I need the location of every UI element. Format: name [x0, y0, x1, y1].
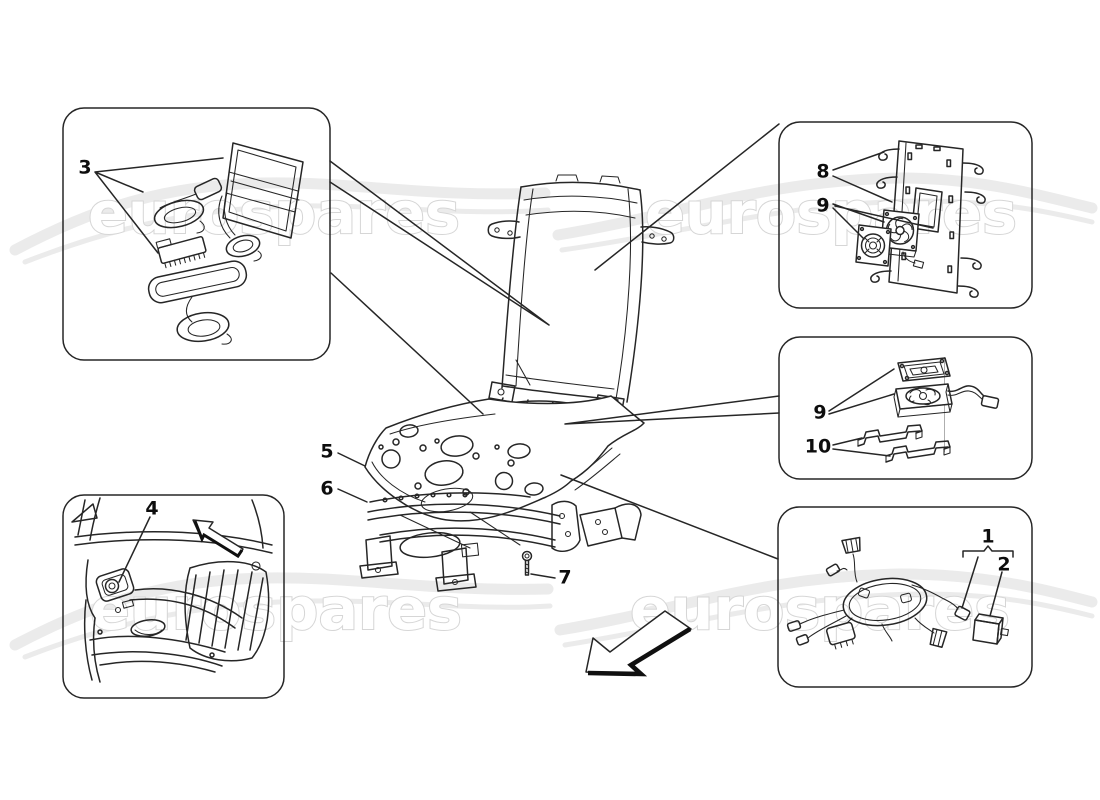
harness-connector-item1 [954, 605, 971, 621]
callout-box-door-panel [62, 494, 285, 699]
callout-6: 6 [320, 477, 334, 500]
panel-hooks [870, 148, 986, 298]
harness-connector-bc [929, 627, 948, 648]
callout-box-fan-kit [778, 336, 1033, 480]
watermark-text-bottom-left: eurospares [90, 575, 462, 643]
callout-box-heating-elements [62, 107, 331, 361]
callout-7: 7 [558, 566, 572, 589]
harness-block-connector [825, 621, 856, 650]
panel-slots [901, 144, 955, 274]
wiring-harness-drawing [786, 536, 1014, 650]
watermark-swoosh-top-right [552, 172, 1098, 253]
callout-4: 4 [145, 497, 159, 520]
heater-multipin-connector [155, 236, 207, 269]
backrest-frame [487, 174, 675, 416]
cushion-heater-pad [147, 260, 248, 304]
panel-fan-grille [855, 224, 892, 267]
group-bracket-items-1-2 [962, 545, 1014, 558]
seat-assembly-drawing [359, 174, 675, 592]
callout-3: 3 [78, 156, 92, 179]
harness-connector-top [841, 536, 861, 554]
rail-bolt [521, 550, 533, 576]
door-direction-arrow [192, 519, 244, 559]
window-switch [95, 568, 135, 614]
seat-motor [399, 531, 461, 559]
watermark-swoosh-bottom-left [9, 572, 554, 660]
kit-fan [893, 383, 953, 418]
heater-cable-loop [153, 199, 205, 229]
heating-elements-drawing [147, 142, 304, 345]
heater-connector-pad [193, 177, 223, 201]
door-pocket [89, 629, 226, 673]
harness-connector-left [786, 620, 802, 632]
callout-9-kit: 9 [813, 401, 827, 424]
kit-bracket-2 [885, 440, 951, 463]
door-insert-hatching [184, 560, 270, 662]
callout-8: 8 [816, 160, 830, 183]
callout-2: 2 [997, 553, 1011, 576]
backrest-ear-left [487, 220, 521, 240]
door-pull-cup [130, 618, 166, 638]
kit-fan-grille-plate [897, 357, 951, 382]
door-lock-pin [251, 561, 261, 571]
callout-10: 10 [804, 435, 832, 458]
callout-1: 1 [981, 525, 995, 548]
harness-connector-left2 [795, 634, 810, 646]
harness-loop [842, 577, 928, 627]
leader-lines [94, 123, 1003, 617]
callout-5: 5 [320, 440, 334, 463]
harness-connector-ul [825, 563, 841, 577]
callout-box-wiring-harness [777, 506, 1033, 688]
door-panel-drawing [71, 497, 273, 683]
kit-fan-connector [980, 395, 1000, 409]
seat-pan [364, 395, 645, 522]
callout-9-panel: 9 [816, 194, 830, 217]
relay-box-item2 [972, 613, 1009, 645]
fan-kit-drawing [857, 357, 1000, 463]
rail-rear-bracket [551, 500, 581, 553]
callout-box-backrest-panel [778, 121, 1033, 309]
kit-fan-wire [947, 385, 985, 397]
kit-bracket-1 [857, 424, 923, 447]
direction-arrow-main [585, 610, 692, 677]
backrest-panel-drawing [855, 140, 986, 298]
watermark-text-top-right: eurospares [645, 179, 1017, 247]
watermark-swoosh-top-left [9, 177, 551, 265]
seat-pan-details [371, 413, 621, 513]
seat-rails [359, 492, 642, 592]
backrest-ear-right [640, 226, 675, 245]
cushion-cable-coil [176, 311, 230, 343]
